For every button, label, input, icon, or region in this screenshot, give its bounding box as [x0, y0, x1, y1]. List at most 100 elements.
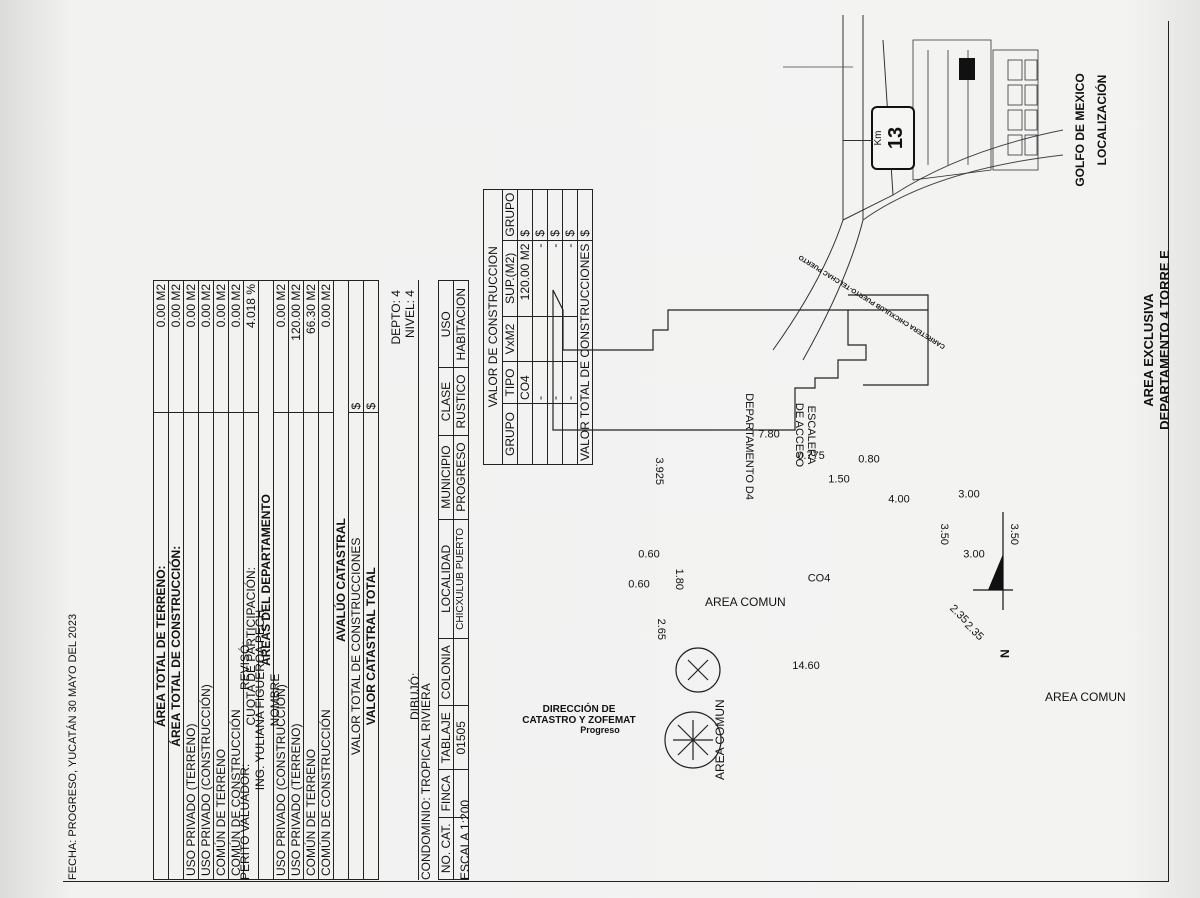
- datos-header: LOCALIDAD: [438, 519, 454, 639]
- floor-plan: [552, 289, 1013, 610]
- cuota-number: 4.018: [244, 298, 258, 329]
- depto-value: 4: [389, 290, 403, 297]
- cell: 0.00 M2: [228, 280, 244, 413]
- cell: 0.00 M2: [198, 280, 214, 413]
- cell: 0.00 M2: [213, 280, 229, 413]
- cell: COMÚN DE TERRENO: [303, 412, 319, 880]
- table-row: - - $: [532, 189, 548, 465]
- cell: $: [517, 189, 533, 241]
- construccion-total-value: $: [577, 189, 593, 241]
- valor-catastral-label: VALOR CATASTRAL TOTAL: [363, 412, 379, 880]
- dim-0-60-a: 0.60: [638, 548, 660, 561]
- valor-catastral-value: $: [363, 280, 379, 413]
- escalera-line1: ESCALERA: [805, 405, 817, 465]
- area-comun-left: AREA COMUN: [705, 595, 786, 609]
- cell: [517, 316, 533, 362]
- terreno-label: ÁREA TOTAL DE TERRENO:: [153, 412, 169, 880]
- cell: -: [562, 361, 578, 404]
- cell: COMÚN DE CONSTRUCCIÓN: [318, 412, 334, 880]
- dim-3-00-b: 3.00: [963, 548, 985, 561]
- valor-construcciones-value: $: [348, 280, 364, 413]
- construccion-header: SUP.(M2): [502, 240, 518, 317]
- cell: PROGRESO: [453, 435, 469, 520]
- dim-7-80: 7.80: [758, 428, 780, 441]
- cell: [562, 403, 578, 465]
- cell: 0.00 M2: [273, 280, 289, 413]
- dim-3-50-a: 3.50: [938, 523, 950, 545]
- condominio-value: TROPICAL RIVIERA: [419, 683, 433, 795]
- dim-0-60-b: 0.60: [628, 578, 650, 591]
- cell: -: [547, 361, 563, 404]
- km-post: [843, 140, 873, 141]
- seal-municipio: Progreso: [580, 725, 620, 736]
- nombre-label: NOMBRE: [268, 673, 282, 727]
- dim-14-60: 14.60: [792, 660, 820, 673]
- cell: [453, 638, 469, 706]
- dim-0-80: 0.80: [858, 453, 880, 466]
- seal-line2: CATASTRO Y ZOFEMAT: [522, 715, 636, 726]
- cell: $: [547, 189, 563, 241]
- construccion-header: GRUPO: [502, 189, 518, 241]
- construccion-header: GRUPO: [502, 403, 518, 465]
- datos-header: FINCA: [438, 769, 454, 818]
- dim-1-50: 1.50: [828, 473, 850, 486]
- localizacion-title: LOCALIZACIÓN: [1095, 74, 1109, 166]
- dim-3-00-a: 3.00: [958, 488, 980, 501]
- condominio-row: CONDOMINIO: TROPICAL RIVIERA: [418, 280, 433, 880]
- km-label: Km: [873, 130, 884, 146]
- cell: [453, 769, 469, 818]
- nivel-label: NIVEL:: [403, 300, 417, 339]
- table-row: CO4 120.00 M2 $: [517, 189, 533, 465]
- cell: 0.00 M2: [318, 280, 334, 413]
- km-sign: Km 13: [871, 106, 915, 170]
- construccion-area-label: ÁREA TOTAL DE CONSTRUCCIÓN:: [168, 412, 184, 880]
- datos-header: COLONIA: [438, 638, 454, 706]
- nivel-value: 4: [403, 290, 417, 297]
- cell: -: [547, 240, 563, 317]
- cell: [453, 817, 469, 880]
- north-label: N: [998, 649, 1012, 658]
- cell: [547, 403, 563, 465]
- datos-header: MUNICIPIO: [438, 435, 454, 520]
- escalera-line2: DE ACCESO: [793, 402, 805, 468]
- condominio-label: CONDOMINIO:: [419, 797, 433, 880]
- construccion-total-label: VALOR TOTAL DE CONSTRUCCIONES: [577, 240, 593, 465]
- cell: USO PRIVADO (CONSTRUCCIÓN): [198, 412, 214, 880]
- cell: -: [532, 240, 548, 317]
- cell: COMÚN DE TERRENO: [213, 412, 229, 880]
- area-exclusiva-title: AREA EXCLUSIVA: [1141, 293, 1156, 407]
- cell: HABITACION: [453, 280, 469, 368]
- depto-label: DEPTO:: [389, 300, 403, 345]
- cadastre-seal: [664, 647, 722, 769]
- rotated-sheet-content: AREA EXCLUSIVA DEPARTAMENTO 4 TORRE E LO…: [63, 15, 1173, 890]
- cell: $: [562, 189, 578, 241]
- dim-4-00: 4.00: [888, 493, 910, 506]
- cell: 120.00 M2: [288, 280, 304, 413]
- cell: [532, 403, 548, 465]
- cell: [562, 316, 578, 362]
- datos-table: NO. CAT. FINCA TABLAJE COLONIA LOCALIDAD…: [438, 280, 469, 880]
- area-comun-top: AREA COMUN: [1045, 690, 1126, 704]
- dim-3-925: 3.925: [653, 457, 665, 485]
- table-row: USO PRIVADO (TERRENO)0.00 M2: [183, 280, 199, 880]
- seal-line1: DIRECCIÓN DE: [542, 704, 616, 715]
- datos-header: CLASE: [438, 367, 454, 436]
- reviso-label: REVISÓ:: [238, 641, 252, 690]
- table-row: - - $: [547, 189, 563, 465]
- dim-0-775: 0.775: [797, 450, 825, 463]
- cell: RUSTICO: [453, 367, 469, 436]
- cell: CHICXULUB PUERTO: [453, 519, 469, 639]
- cell: USO PRIVADO (TERRENO): [183, 412, 199, 880]
- cell: USO PRIVADO (TERRENO): [288, 412, 304, 880]
- terreno-value: 0.00 M2: [153, 280, 169, 413]
- nivel-row: NIVEL: 4: [403, 290, 417, 338]
- cell: [532, 316, 548, 362]
- construccion-table: VALOR DE CONSTRUCCION GRUPO TIPO VxM2 SU…: [483, 189, 593, 465]
- plan-code: CO4: [807, 572, 831, 585]
- table-row: - - $: [562, 189, 578, 465]
- cell: -: [532, 361, 548, 404]
- cell: [517, 403, 533, 465]
